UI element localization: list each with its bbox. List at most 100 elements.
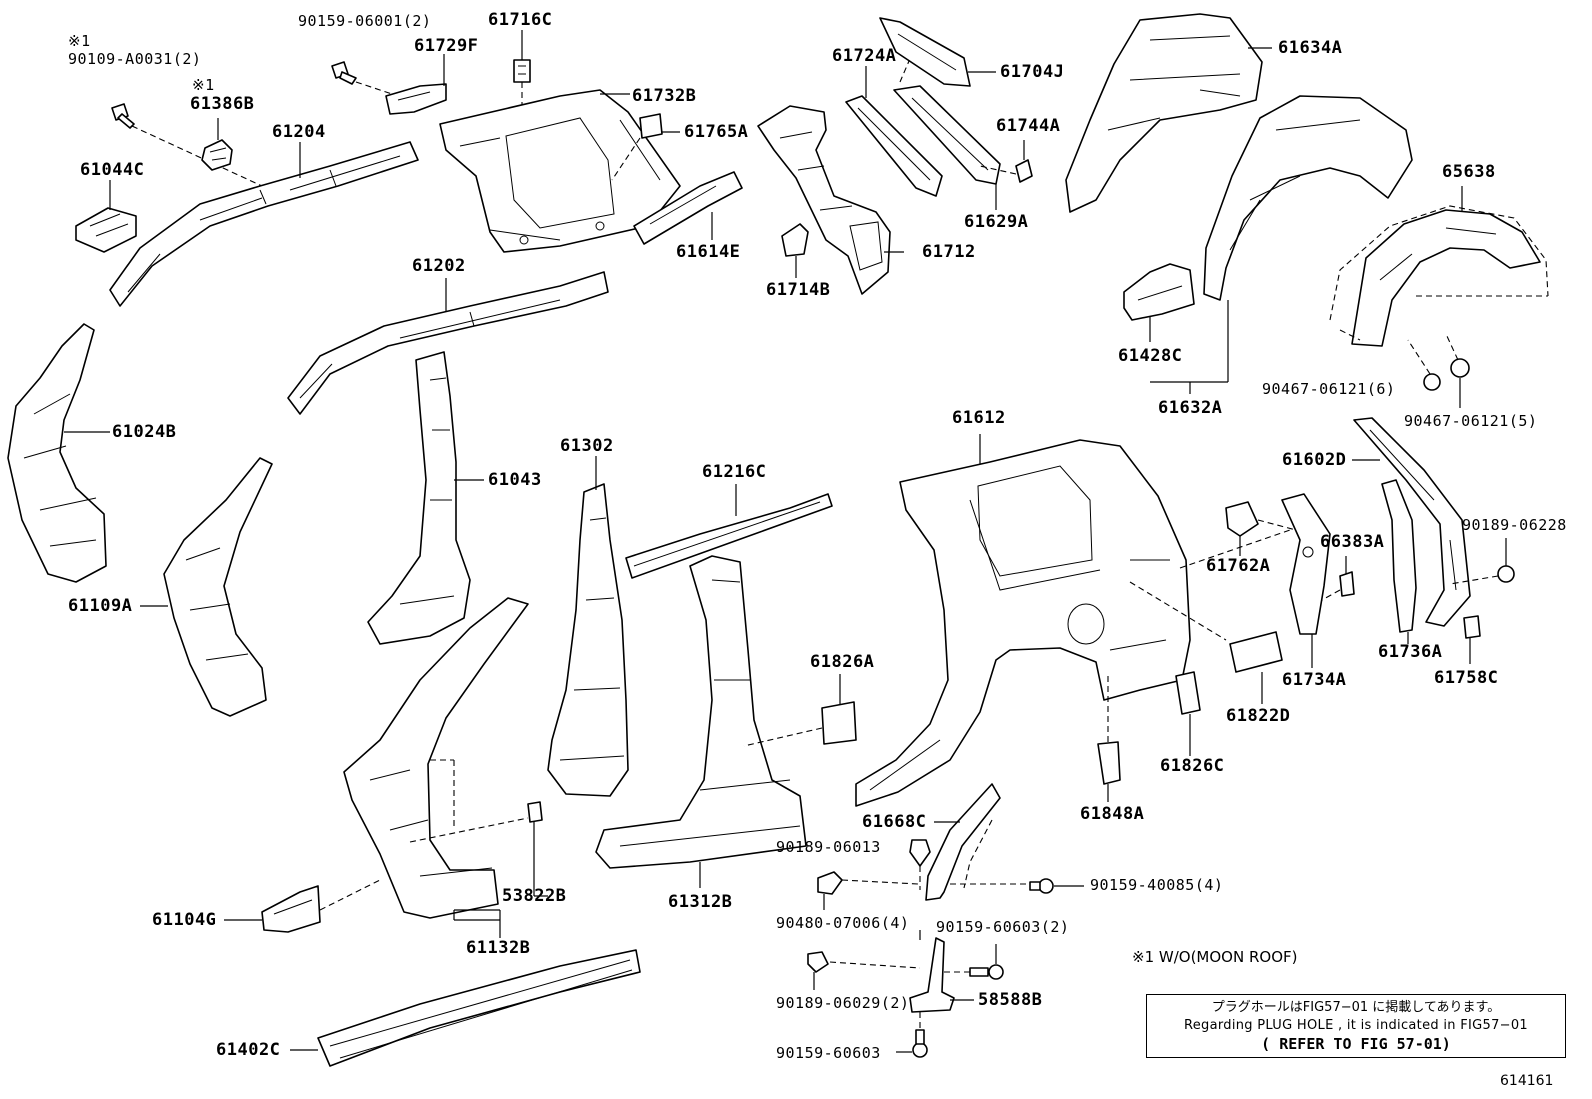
bolt-90159-40085 bbox=[1029, 878, 1054, 894]
clip-66383a bbox=[1339, 571, 1355, 597]
part-label-61762a: 61762A bbox=[1206, 556, 1271, 576]
figure-id: 614161 bbox=[1500, 1073, 1554, 1089]
part-label-61024b: 61024B bbox=[112, 422, 177, 442]
part-label-61729f: 61729F bbox=[414, 36, 479, 56]
part-label-61822d: 61822D bbox=[1226, 706, 1291, 726]
part-label-61732b: 61732B bbox=[632, 86, 697, 106]
bracket-61729f bbox=[385, 83, 447, 115]
bolt-90159-06001 bbox=[331, 61, 357, 85]
plug-hole-note-en: Regarding PLUG HOLE , it is indicated in… bbox=[1184, 1018, 1528, 1033]
bracket-61104g bbox=[261, 885, 321, 933]
part-label-61704j: 61704J bbox=[1000, 62, 1065, 82]
part-label-61848a: 61848A bbox=[1080, 804, 1145, 824]
part-label-90159-40085: 90159-40085(4) bbox=[1090, 876, 1224, 894]
part-label-61202: 61202 bbox=[412, 256, 466, 276]
brace-61724a bbox=[845, 95, 943, 197]
pillar-61109a bbox=[163, 457, 273, 717]
reinforcement-61614e bbox=[633, 171, 743, 245]
part-label-90109-a0031: 90109-A0031(2) bbox=[68, 50, 202, 68]
plug-hole-note-ref: ( REFER TO FIG 57-01) bbox=[1261, 1035, 1451, 1053]
clip-61762a bbox=[1225, 501, 1259, 537]
part-label-61712: 61712 bbox=[922, 242, 976, 262]
part-label-61402c: 61402C bbox=[216, 1040, 281, 1060]
gutter-61602d bbox=[1353, 417, 1471, 627]
part-label-61632a: 61632A bbox=[1158, 398, 1223, 418]
wheelhouse-61634a bbox=[1065, 13, 1263, 213]
bolt-90159-60603-2 bbox=[969, 964, 1004, 980]
part-label-61312b: 61312B bbox=[668, 892, 733, 912]
part-label-61744a: 61744A bbox=[996, 116, 1061, 136]
part-label-90159-06001: 90159-06001(2) bbox=[298, 12, 432, 30]
footnote-moon-roof: ※1 W/O(MOON ROOF) bbox=[1132, 948, 1298, 966]
plug-hole-note-jp: プラグホールはFIG57−01 に掲載してあります。 bbox=[1211, 1000, 1501, 1015]
lock-pillar-61302 bbox=[547, 483, 629, 797]
part-label-61602d: 61602D bbox=[1282, 450, 1347, 470]
roof-rail-61216c bbox=[625, 493, 833, 579]
part-label-53822b: 53822B bbox=[502, 886, 567, 906]
bolt-90189-06228 bbox=[1497, 565, 1515, 583]
clip-53822b bbox=[527, 801, 543, 823]
part-label-58588b: 58588B bbox=[978, 990, 1043, 1010]
part-label-90189-06228: 90189-06228 bbox=[1462, 516, 1567, 534]
bracket-58588b bbox=[909, 937, 955, 1013]
brace-61629a bbox=[893, 85, 1001, 185]
rocker-61402c bbox=[317, 949, 641, 1067]
bolt-90109-a0031 bbox=[111, 103, 135, 129]
pad-61826c bbox=[1175, 671, 1201, 715]
part-label-90189-06013: 90189-06013 bbox=[776, 838, 881, 856]
part-label-61716c: 61716C bbox=[488, 10, 553, 30]
part-label-61614e: 61614E bbox=[676, 242, 741, 262]
note-mark-2: ※1 bbox=[192, 76, 215, 94]
bracket-61704j bbox=[879, 17, 971, 87]
side-panel-61312b bbox=[595, 555, 807, 869]
mudguard-61668c bbox=[925, 783, 1001, 901]
part-label-61043: 61043 bbox=[488, 470, 542, 490]
part-label-61104g: 61104G bbox=[152, 910, 217, 930]
part-label-61668c: 61668C bbox=[862, 812, 927, 832]
center-pillar-61043 bbox=[367, 351, 471, 645]
bracket-61714b bbox=[781, 223, 809, 257]
clip-61716c bbox=[513, 59, 531, 83]
clip-61744a bbox=[1015, 159, 1033, 183]
part-label-61612: 61612 bbox=[952, 408, 1006, 428]
pillar-reinforcement-61712 bbox=[757, 105, 891, 295]
bolt-90159-60603 bbox=[912, 1029, 928, 1058]
part-label-61634a: 61634A bbox=[1278, 38, 1343, 58]
part-label-65638: 65638 bbox=[1442, 162, 1496, 182]
part-label-90159-60603: 90159-60603 bbox=[776, 1044, 881, 1062]
part-label-90159-60603-2: 90159-60603(2) bbox=[936, 918, 1070, 936]
quarter-panel-61732b bbox=[439, 89, 681, 253]
roof-rail-61204 bbox=[109, 141, 419, 307]
part-label-90480-07006: 90480-07006(4) bbox=[776, 914, 910, 932]
clip-61386b bbox=[201, 139, 233, 171]
part-label-66383a: 66383A bbox=[1320, 532, 1385, 552]
part-label-61044c: 61044C bbox=[80, 160, 145, 180]
part-label-61302: 61302 bbox=[560, 436, 614, 456]
part-label-90467-06121-6: 90467-06121(6) bbox=[1262, 380, 1396, 398]
bracket-61044c bbox=[75, 207, 137, 253]
part-label-61714b: 61714B bbox=[766, 280, 831, 300]
part-label-61132b: 61132B bbox=[466, 938, 531, 958]
bracket-61428c bbox=[1123, 263, 1195, 321]
bracket-61848a bbox=[1097, 741, 1121, 785]
part-label-61204: 61204 bbox=[272, 122, 326, 142]
part-label-61109a: 61109A bbox=[68, 596, 133, 616]
part-label-61736a: 61736A bbox=[1378, 642, 1443, 662]
clip-90480-07006 bbox=[817, 871, 843, 895]
inner-wheelhouse-61632a bbox=[1203, 95, 1413, 301]
part-label-61758c: 61758C bbox=[1434, 668, 1499, 688]
part-label-90467-06121-5: 90467-06121(5) bbox=[1404, 412, 1538, 430]
clip-61758c bbox=[1463, 615, 1481, 639]
front-pillar-61024b bbox=[7, 323, 107, 583]
plug-hole-note: プラグホールはFIG57−01 に掲載してあります。 Regarding PLU… bbox=[1146, 994, 1566, 1058]
part-label-61826c: 61826C bbox=[1160, 756, 1225, 776]
note-mark-1: ※1 bbox=[68, 32, 91, 50]
part-label-61386b: 61386B bbox=[190, 94, 255, 114]
clip-61765a bbox=[639, 113, 663, 139]
clip-90189-06029 bbox=[807, 951, 829, 973]
liner-65638 bbox=[1329, 205, 1549, 347]
quarter-outer-panel-61612 bbox=[855, 439, 1191, 807]
roof-side-rail-61202 bbox=[287, 271, 609, 415]
